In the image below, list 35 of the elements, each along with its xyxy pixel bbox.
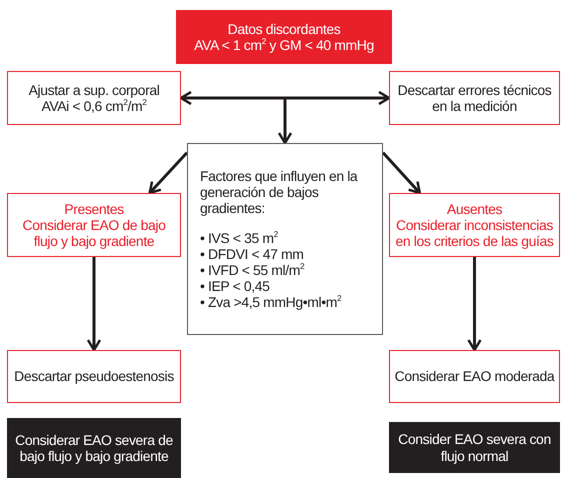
body-text: Considerar EAO severa de bajo flujo y bajo gradiente	[14, 432, 174, 464]
body-text: Considerar inconsistencias en los criterios de las guías	[394, 216, 555, 250]
heading-text: Ajustar a sup. corporal	[28, 82, 160, 98]
body-text: AVAi < 0,6 cm$^{2}$/m$^{2}$	[41, 98, 147, 114]
body-text: AVA < 1 cm$^{2}$ y GM < 40 mmHg	[194, 37, 374, 54]
body-text: Descartar pseudoestenosis	[14, 368, 174, 385]
heading-text: Datos discordantes	[228, 20, 340, 37]
outcome-box	[7, 193, 181, 257]
process-box	[7, 350, 181, 403]
arrow	[278, 98, 292, 144]
bullet-item: • Zva >4,5 mmHg•ml•m$^{2}$	[200, 294, 342, 310]
body-text: Consider EAO severa con flujo normal	[397, 431, 552, 464]
bullet-item: • IVFD < 55 ml/m$^{2}$	[200, 262, 304, 278]
process-box	[389, 350, 560, 403]
arrow	[148, 152, 188, 194]
bullet-item: • IVS < 35 m$^{2}$	[200, 230, 278, 246]
bullet-item: • DFDVI < 47 mm	[200, 246, 304, 262]
factors-box	[187, 143, 383, 335]
conclusion-box	[389, 422, 560, 473]
arrow	[467, 257, 482, 352]
body-text: Considerar EAO de bajo flujo y bajo gradiente	[22, 216, 166, 250]
arrow	[180, 90, 390, 106]
heading-text: Ausentes	[446, 200, 502, 217]
conclusion-box	[7, 418, 181, 478]
process-box	[389, 71, 560, 125]
body-text: Descartar errores técnicos en la medición	[396, 82, 552, 114]
bullet-item: • IEP < 0,45	[200, 278, 270, 294]
header-box	[176, 10, 392, 64]
heading-text: Factores que influyen en la generación de bajos gradientes:	[200, 168, 359, 216]
body-text: Considerar EAO moderada	[394, 368, 554, 385]
arrow	[86, 257, 102, 352]
arrow	[382, 152, 422, 194]
heading-text: Presentes	[64, 200, 124, 217]
process-box	[7, 71, 181, 125]
outcome-box	[389, 193, 560, 257]
